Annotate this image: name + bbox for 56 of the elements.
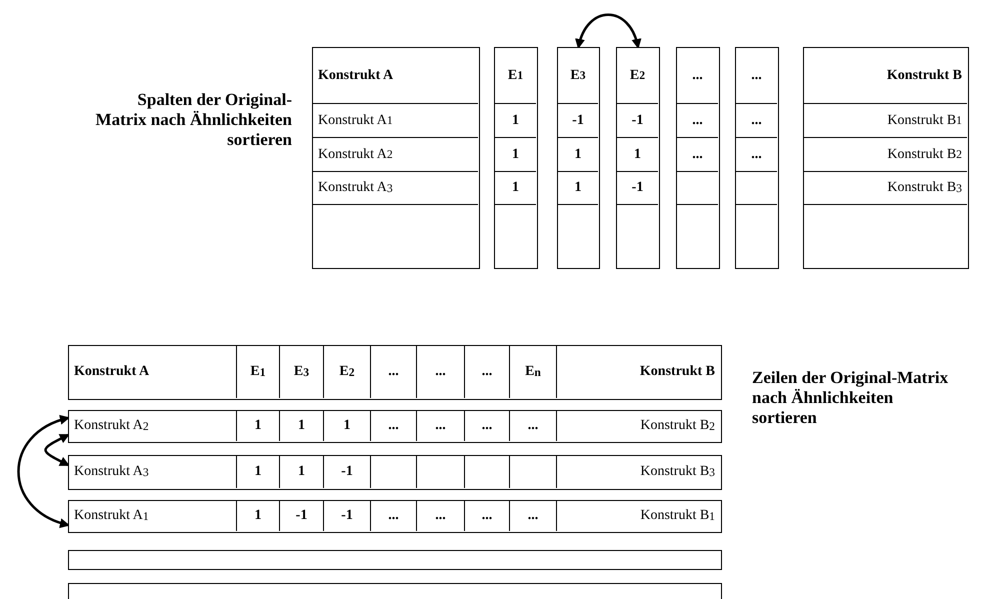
table-cell: ... — [736, 48, 777, 104]
table-cell: -1 — [558, 104, 598, 138]
table-cell: ... — [371, 501, 417, 531]
table-cell: ... — [417, 411, 465, 441]
table-cell: 1 — [617, 138, 658, 172]
table-column — [494, 47, 538, 269]
double-arrow — [44, 434, 70, 466]
table-cell: ... — [465, 346, 510, 398]
table-cell: -1 — [617, 104, 658, 138]
table-column — [616, 47, 660, 269]
table-column — [312, 47, 480, 269]
table-cell: Konstrukt A — [69, 346, 237, 398]
table-cell: ... — [371, 411, 417, 441]
table-cell: Konstrukt A — [313, 48, 478, 104]
table-column — [557, 47, 600, 269]
table-cell: ... — [417, 346, 465, 398]
instruction-text: Zeilen der Original-Matrix nach Ähnlichkeiten sortieren — [752, 368, 950, 428]
table-column — [803, 47, 969, 269]
table-cell: 1 — [495, 104, 536, 138]
table-cell: 1 — [280, 411, 324, 441]
table-cell: 1 — [237, 501, 280, 531]
table-column — [735, 47, 779, 269]
table-cell: -1 — [324, 456, 371, 488]
table-row — [68, 345, 722, 400]
table-row — [68, 455, 722, 490]
empty-row — [68, 550, 722, 570]
table-cell-text: Konstrukt B — [638, 363, 716, 381]
instruction-text: Spalten der Original-Matrix nach Ähnlichkeiten sortieren — [94, 90, 292, 150]
table-cell: Konstrukt B — [804, 48, 967, 104]
table-column — [676, 47, 720, 269]
table-cell: ... — [510, 501, 557, 531]
table-cell: 1 — [324, 411, 371, 441]
table-cell: -1 — [280, 501, 324, 531]
table-cell: ... — [736, 138, 777, 172]
table-row — [68, 500, 722, 533]
table-cell: -1 — [617, 172, 658, 205]
table-cell: ... — [677, 48, 718, 104]
table-cell: 1 — [558, 172, 598, 205]
double-arrow — [17, 416, 70, 528]
table-cell: -1 — [324, 501, 371, 531]
table-cell: ... — [417, 501, 465, 531]
table-cell: 1 — [237, 411, 280, 441]
table-cell: ... — [510, 411, 557, 441]
table-cell: 1 — [280, 456, 324, 488]
table-cell: ... — [736, 104, 777, 138]
table-row — [68, 410, 722, 443]
double-arrow — [576, 14, 641, 49]
table-cell: 1 — [495, 172, 536, 205]
table-cell: 1 — [495, 138, 536, 172]
table-cell: ... — [677, 138, 718, 172]
table-cell: ... — [677, 104, 718, 138]
table-cell: ... — [465, 411, 510, 441]
table-cell: ... — [371, 346, 417, 398]
table-cell: 1 — [558, 138, 598, 172]
table-cell: ... — [465, 501, 510, 531]
table-cell: 1 — [237, 456, 280, 488]
